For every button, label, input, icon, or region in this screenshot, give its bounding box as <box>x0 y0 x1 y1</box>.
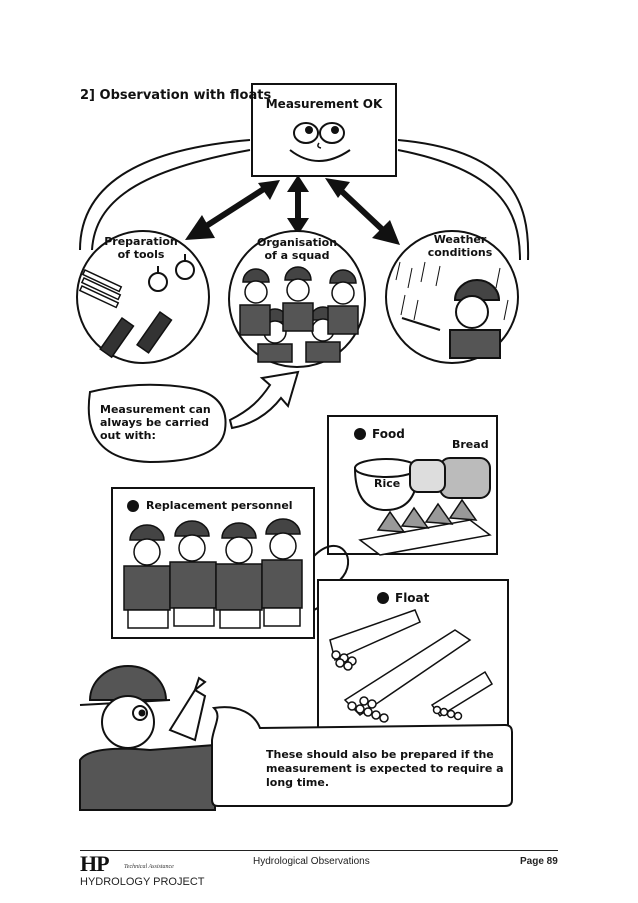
poles-bundle-icon <box>78 269 123 309</box>
footer-rule <box>80 850 558 851</box>
stopwatch-icon <box>148 254 195 292</box>
tools-label: Preparation of tools <box>104 235 178 261</box>
measurement-ok-label: Measurement OK <box>265 97 383 111</box>
squad-people-icon <box>239 266 359 363</box>
curved-arrow-icon <box>228 370 300 430</box>
section-title: 2] Observation with floats <box>80 88 272 103</box>
footer-project: HYDROLOGY PROJECT <box>80 876 205 888</box>
footer-center: Hydrological Observations <box>253 856 370 867</box>
personnel-bullet-icon <box>127 500 139 512</box>
rice-label: Rice <box>374 477 401 490</box>
squad-label: Organisation of a squad <box>256 236 338 262</box>
tools-circle <box>76 230 210 364</box>
speech-bottom-text: These should also be prepared if the mea… <box>266 748 504 789</box>
personnel-title: Replacement personnel <box>146 499 293 512</box>
float-bullet-icon <box>377 592 389 604</box>
speech-bubble-bottom <box>211 706 513 807</box>
food-title: Food <box>372 427 405 441</box>
hp-logo: HP Technical Assistance <box>80 851 174 876</box>
arrow-right-icon <box>325 178 400 245</box>
pointing-worker-icon <box>79 665 216 811</box>
arrow-center-icon <box>287 175 309 235</box>
bread-loaf-icon <box>409 457 491 499</box>
smiley-face-icon <box>289 122 351 162</box>
footer-page: Page 89 <box>520 856 558 867</box>
weather-label: Weather conditions <box>427 233 493 259</box>
rice-balls-icon <box>358 498 492 556</box>
arrow-left-icon <box>185 180 280 240</box>
personnel-group-icon <box>123 518 303 629</box>
speech-left-text: Measurement can always be carried out wi… <box>100 403 211 442</box>
field-book-icon <box>99 310 173 359</box>
float-poles-icon <box>329 609 494 723</box>
speech-bubble-left <box>87 383 227 464</box>
worker-in-rain-icon <box>401 279 501 359</box>
float-title: Float <box>395 591 430 605</box>
food-bullet-icon <box>354 428 366 440</box>
bread-label: Bread <box>452 438 489 451</box>
